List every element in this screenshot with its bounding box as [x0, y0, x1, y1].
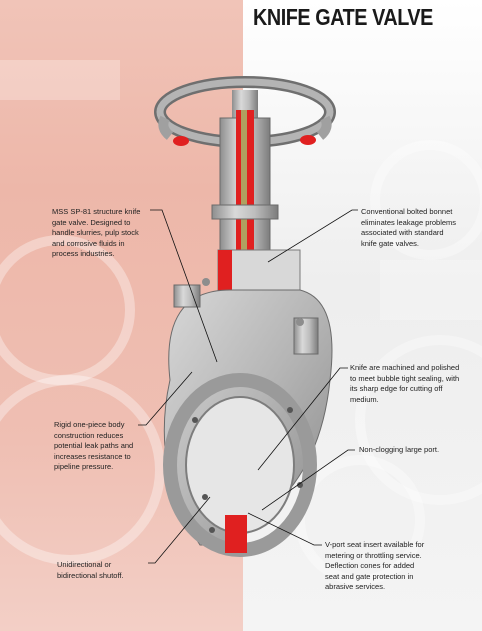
callout-line: increases resistance to [54, 451, 131, 461]
callout-line: seat and gate protection in [325, 571, 414, 581]
callout-line: knife gate valves. [361, 238, 419, 248]
callout-line: to meet bubble tight sealing, with [350, 373, 460, 383]
callout-line: MSS SP-81 structure knife [52, 207, 141, 216]
callout-line: Rigid one-piece body [54, 420, 125, 429]
callout-line: Deflection cones for added [325, 561, 415, 570]
yoke-bonnet [211, 110, 279, 280]
leader-body [138, 371, 193, 426]
callout-line: eliminates leakage problems [361, 217, 457, 227]
callout-line: its sharp edge for cutting off [350, 384, 443, 393]
callout-line: abrasive services. [325, 582, 386, 591]
callout-line: and corrosive fluids in [52, 238, 125, 248]
leader-mss [150, 209, 218, 363]
callout-line: potential leak paths and [54, 441, 134, 450]
callout-line: Knife are machined and polished [350, 363, 460, 372]
page-title: KNIFE GATE VALVE [253, 4, 433, 30]
leader-port [261, 449, 355, 511]
callout-shutoff: Unidirectional or bidirectional shutoff. [57, 560, 124, 581]
callout-line: process industries. [52, 249, 115, 258]
leader-vport [247, 512, 322, 546]
leader-bonnet [267, 209, 358, 263]
callout-line: gate valve. Designed to [52, 217, 131, 227]
callout-line: Unidirectional or [57, 560, 112, 569]
callout-rigid-body: Rigid one-piece body construction reduce… [54, 420, 133, 473]
callout-line: associated with standard [361, 228, 444, 237]
leader-knife [257, 367, 348, 471]
callout-line: metering or throttling service. [325, 550, 422, 560]
leader-shutoff [148, 496, 211, 564]
callout-line: Conventional bolted bonnet [361, 207, 453, 216]
callout-line: medium. [350, 394, 379, 404]
callout-knife: Knife are machined and polished to meet … [350, 363, 459, 405]
callout-line: pipeline pressure. [54, 462, 114, 471]
callout-mss-structure: MSS SP-81 structure knife gate valve. De… [52, 207, 140, 260]
callout-line: handle slurries, pulp stock [52, 228, 139, 237]
callout-line: bidirectional shutoff. [57, 570, 124, 580]
callout-line: construction reduces [54, 430, 124, 440]
callout-bolted-bonnet: Conventional bolted bonnet eliminates le… [361, 207, 456, 249]
valve-body [163, 278, 333, 557]
callout-large-port: Non-clogging large port. [359, 445, 439, 456]
callout-line: Non-clogging large port. [359, 445, 440, 454]
callout-v-port-seat: V-port seat insert available for meterin… [325, 540, 424, 593]
callout-line: V-port seat insert available for [325, 540, 425, 549]
